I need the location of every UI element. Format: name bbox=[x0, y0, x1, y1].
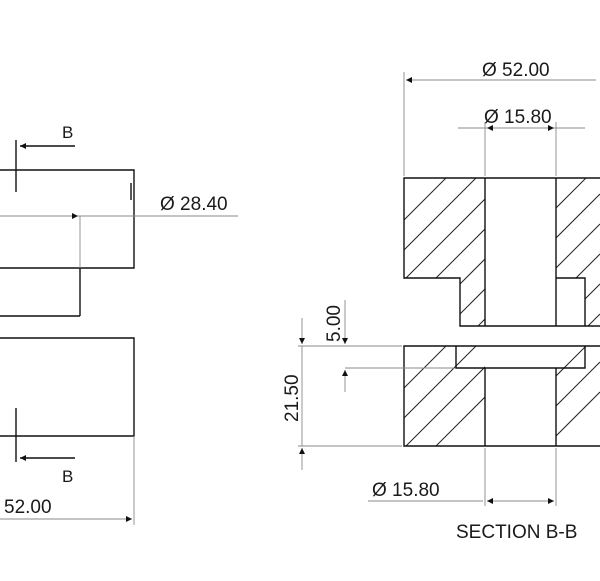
dimension-width-52: 52.00 bbox=[0, 436, 135, 525]
dimension-height-21: 21.50 bbox=[282, 318, 402, 470]
dim-diameter-28-text: Ø 28.40 bbox=[160, 194, 228, 215]
lower-section-outline bbox=[403, 345, 600, 447]
left-view: B Ø 28.40 B 52.00 bbox=[0, 123, 238, 525]
dim-diameter-15-top-text: Ø 15.80 bbox=[484, 107, 552, 128]
hatch-right-bottom bbox=[556, 346, 600, 446]
dimension-diameter-52: Ø 52.00 bbox=[403, 60, 596, 176]
dimension-diameter-15-top: Ø 15.80 bbox=[458, 107, 585, 176]
hatch-left-bottom bbox=[404, 346, 485, 446]
dim-diameter-15-bottom-text: Ø 15.80 bbox=[372, 480, 440, 501]
dim-diameter-52-text: Ø 52.00 bbox=[482, 60, 550, 81]
section-view: Ø 52.00 Ø 15.80 5.00 21.50 bbox=[282, 60, 600, 543]
dim-width-bottom-text: 52.00 bbox=[4, 497, 52, 518]
section-label-bottom: B bbox=[62, 467, 73, 486]
section-label-top: B bbox=[62, 123, 73, 142]
dimension-diameter-15-bottom: Ø 15.80 bbox=[368, 448, 557, 506]
hatch-left-top bbox=[404, 178, 485, 326]
section-arrow-top: B bbox=[15, 123, 75, 192]
section-title: SECTION B-B bbox=[456, 522, 577, 543]
section-arrow-bottom: B bbox=[15, 408, 75, 486]
dim-height-5-text: 5.00 bbox=[324, 305, 345, 342]
dimension-diameter-28: Ø 28.40 bbox=[0, 194, 238, 268]
hatch-right-top bbox=[556, 178, 600, 326]
upper-part-outline bbox=[0, 169, 135, 317]
lower-part-outline bbox=[0, 337, 135, 437]
dim-height-21-text: 21.50 bbox=[282, 374, 303, 422]
upper-section-outline bbox=[403, 177, 600, 327]
